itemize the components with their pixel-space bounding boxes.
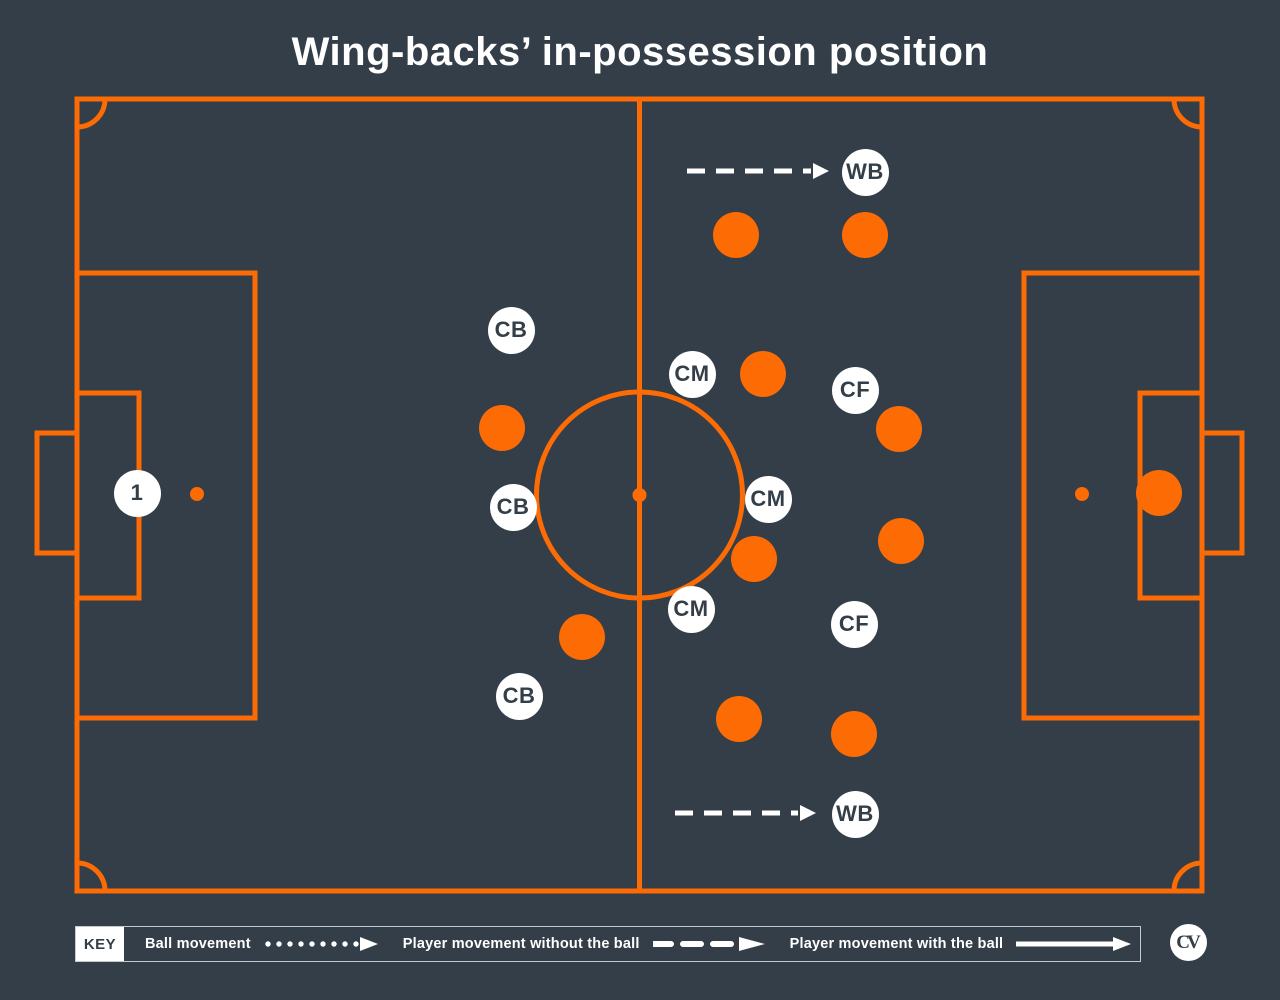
legend-item-player-movement-without-ball: Player movement without the ball	[403, 936, 765, 952]
player-cb: CB	[487, 306, 535, 354]
corner-arc-top-right	[1171, 98, 1203, 130]
opposition-player	[559, 614, 605, 660]
opposition-player	[842, 212, 888, 258]
opposition-player	[878, 518, 924, 564]
legend-key-label: KEY	[76, 927, 124, 961]
corner-arc-bottom-right	[1171, 860, 1203, 892]
corner-arc-bottom-left	[76, 860, 108, 892]
opposition-player	[479, 405, 525, 451]
legend-bar: KEY Ball movement Player movement withou…	[75, 926, 1141, 962]
player-cf: CF	[831, 366, 879, 414]
legend-label: Player movement without the ball	[402, 936, 640, 952]
legend-label: Ball movement	[145, 936, 251, 952]
opposition-player	[713, 212, 759, 258]
right-goal	[1199, 430, 1245, 556]
opposition-player	[831, 711, 877, 757]
corner-arc-top-left	[76, 98, 108, 130]
player-movement-without-ball-arrow	[687, 163, 829, 179]
opposition-player	[876, 406, 922, 452]
player-wb: WB	[831, 790, 879, 838]
legend-label: Player movement with the ball	[789, 936, 1004, 952]
opposition-player	[740, 351, 786, 397]
opposition-player	[731, 536, 777, 582]
player-wb: WB	[841, 148, 889, 196]
movement-arrows-layer	[675, 163, 829, 821]
player-movement-dashed-arrow-icon	[652, 937, 765, 951]
legend-item-player-movement-with-ball: Player movement with the ball	[790, 936, 1132, 952]
player-cm: CM	[667, 585, 715, 633]
player-movement-solid-arrow-icon	[1016, 937, 1132, 951]
left-goal	[34, 430, 80, 556]
centre-spot	[632, 488, 647, 502]
player-cf: CF	[830, 600, 878, 648]
opposition-player	[1136, 470, 1182, 516]
legend-item-ball-movement: Ball movement	[145, 936, 378, 952]
player-1: 1	[113, 469, 161, 517]
left-penalty-spot	[190, 487, 204, 501]
player-cm: CM	[744, 475, 792, 523]
player-cb: CB	[489, 483, 537, 531]
page-title: Wing-backs’ in-possession position	[291, 30, 989, 74]
right-penalty-spot	[1075, 487, 1089, 501]
opposition-player	[716, 696, 762, 742]
player-cb: CB	[495, 672, 543, 720]
player-cm: CM	[668, 350, 716, 398]
cv-logo: CV	[1170, 924, 1207, 961]
ball-movement-dotted-arrow-icon	[265, 937, 378, 951]
player-movement-without-ball-arrow	[675, 805, 816, 821]
centre-circle	[534, 389, 745, 601]
